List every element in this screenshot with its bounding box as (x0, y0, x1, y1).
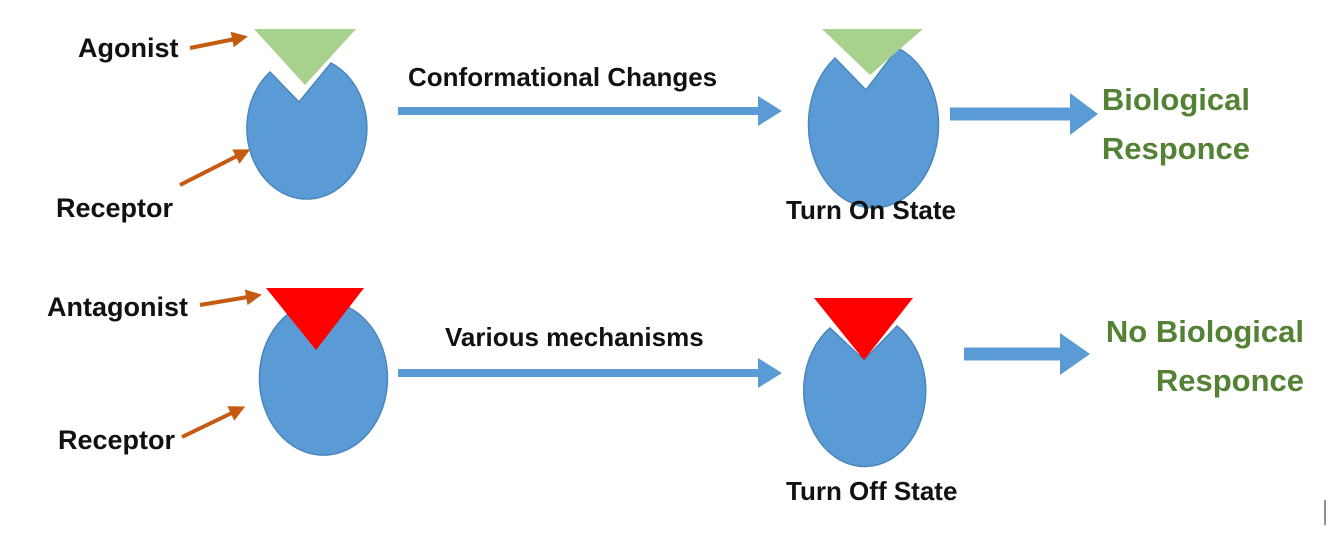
antagonist-label: Antagonist (47, 292, 188, 322)
agonist-pointer-arrow (189, 31, 248, 50)
no-biological-response-line2: Responce (1156, 363, 1304, 398)
receptor-off-shape (802, 324, 927, 468)
conformational-flow-arrowhead (758, 96, 782, 126)
antagonist-pointer-arrow (199, 289, 262, 307)
no-response-flow-arrowhead (1060, 333, 1090, 375)
response-flow-arrowhead (1070, 93, 1098, 135)
conformational-changes-label: Conformational Changes (408, 62, 717, 92)
receptor-on-shape (807, 47, 940, 209)
biological-response-line2: Responce (1102, 131, 1250, 166)
antagonist-row: Antagonist Receptor Various mechanisms T… (47, 288, 1304, 506)
receptor-pointer-arrow (179, 149, 251, 187)
antagonist-ligand-shape (266, 288, 364, 350)
agonist-row: Agonist Receptor Conformational Changes … (56, 29, 1250, 225)
mechanisms-flow-arrowhead (758, 358, 782, 388)
receptor-label-2: Receptor (58, 425, 176, 455)
biological-response-line1: Biological (1102, 82, 1250, 117)
agonist-bound-ligand-shape (822, 29, 923, 75)
no-biological-response-line1: No Biological (1106, 314, 1304, 349)
receptor-pointer-arrow-2 (181, 406, 246, 439)
turn-off-state-label: Turn Off State (786, 476, 957, 506)
antagonist-bound-ligand-shape (814, 298, 913, 360)
receptor-label: Receptor (56, 193, 174, 223)
agonist-label: Agonist (78, 33, 179, 63)
receptor-shape-2 (258, 306, 389, 456)
various-mechanisms-label: Various mechanisms (445, 322, 704, 352)
turn-on-state-label: Turn On State (786, 195, 956, 225)
agonist-ligand-shape (254, 29, 356, 85)
receptor-shape (246, 62, 368, 200)
